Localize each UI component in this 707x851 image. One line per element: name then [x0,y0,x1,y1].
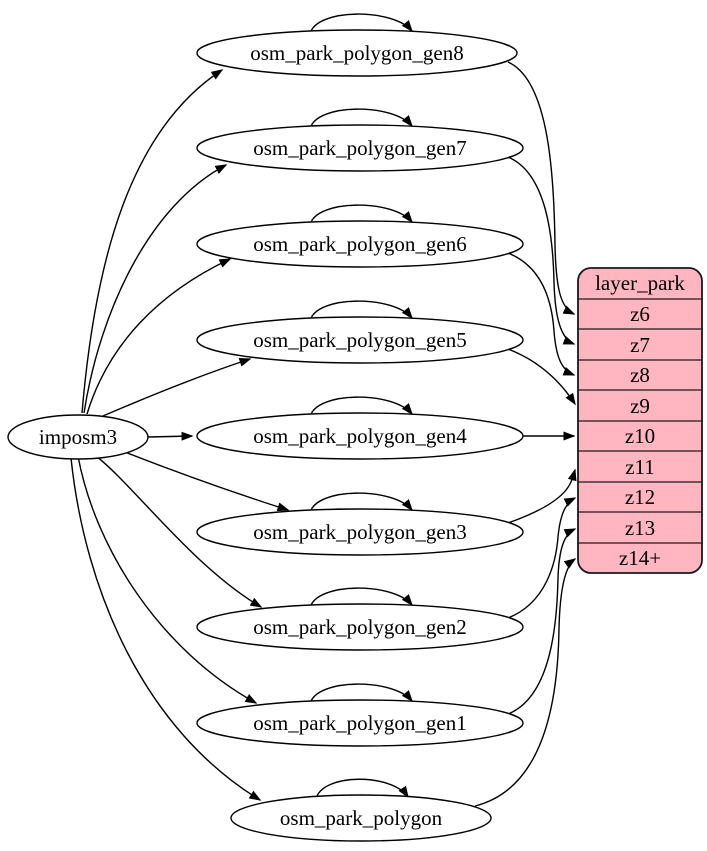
edge-gen5-to-z9 [507,348,576,406]
edge-gen7-to-z7 [507,156,576,345]
self-loop-gen6 [309,204,413,226]
self-loop-gen8 [309,13,413,35]
node-osm-park-polygon-gen2 [196,603,524,651]
edges-imposm3-to-tables [70,69,290,801]
node-osm-park-polygon-gen8 [196,29,518,77]
edge-imposm3-to-gen6 [86,258,232,415]
edge-imposm3-to-gen2 [91,452,263,608]
edge-imposm3-to-gen5 [95,357,252,420]
edge-imposm3-to-gen3 [111,446,290,512]
edge-imposm3-to-polygon [70,457,262,801]
node-osm-park-polygon-gen3 [196,508,524,556]
edge-gen8-to-z6 [507,61,576,315]
self-loop-gen5 [309,300,413,322]
node-osm-park-polygon-gen4 [196,412,524,460]
edge-gen3-to-z11 [507,468,577,524]
edge-imposm3-to-gen8 [81,69,224,414]
edge-gen2-to-z12 [507,497,577,619]
node-osm-park-polygon-gen6 [196,220,524,268]
self-loop-gen7 [309,108,413,130]
table-nodes [7,29,524,842]
node-osm-park-polygon-gen1 [196,699,524,747]
node-osm-park-polygon-gen7 [196,124,524,172]
self-loop-gen2 [309,587,413,609]
edge-imposm3-to-gen4 [147,431,194,441]
self-loop-gen1 [309,683,413,705]
self-loop-polygon [315,778,409,800]
node-osm-park-polygon [230,794,492,842]
node-imposm3 [7,414,149,460]
self-loop-gen3 [309,492,413,514]
edge-polygon-to-z14 [474,558,577,807]
edge-gen6-to-z8 [507,252,576,376]
node-osm-park-polygon-gen5 [196,316,524,364]
edge-imposm3-to-gen7 [83,164,228,414]
record-row-separators [578,298,702,544]
layer-park-record [577,267,703,574]
edge-gen1-to-z13 [507,528,577,715]
edge-imposm3-to-gen1 [77,455,258,704]
self-loop-gen4 [309,396,413,418]
edges-tables-to-layer [474,61,577,807]
self-loop-edges [309,13,413,800]
